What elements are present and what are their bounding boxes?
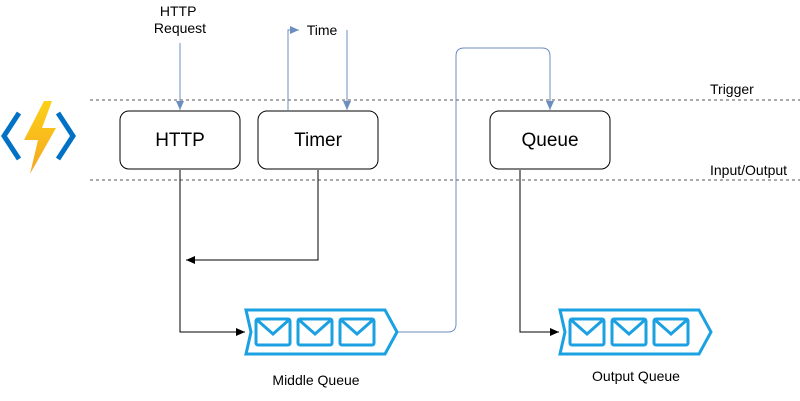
queue-to-output-queue-arrow bbox=[519, 170, 559, 336]
output-queue-icon bbox=[558, 308, 713, 356]
trigger-label: Trigger bbox=[710, 81, 754, 97]
http-to-middle-queue-arrow bbox=[179, 170, 245, 336]
output-queue-label: Output Queue bbox=[592, 368, 680, 384]
http-box-label: HTTP bbox=[155, 130, 205, 151]
timer-to-http-connector bbox=[186, 170, 319, 264]
azure-functions-icon bbox=[1, 101, 76, 174]
input-output-label: Input/Output bbox=[710, 162, 787, 178]
middle-queue-to-queue-arrow bbox=[397, 47, 554, 333]
http-trigger-box[interactable]: HTTP bbox=[119, 110, 241, 170]
timer-trigger-box[interactable]: Timer bbox=[257, 110, 379, 170]
middle-queue-icon bbox=[244, 308, 399, 356]
timer-box-label: Timer bbox=[294, 130, 343, 151]
http-request-label-line2: Request bbox=[154, 20, 206, 36]
queue-trigger-box[interactable]: Queue bbox=[489, 110, 611, 170]
time-label: Time bbox=[307, 22, 338, 38]
http-request-label-line1: HTTP bbox=[160, 3, 196, 19]
middle-queue-label: Middle Queue bbox=[272, 372, 359, 388]
timer-loop-out-arrow bbox=[287, 26, 299, 110]
http-request-label: HTTP Request bbox=[154, 3, 206, 36]
queue-box-label: Queue bbox=[521, 130, 578, 151]
